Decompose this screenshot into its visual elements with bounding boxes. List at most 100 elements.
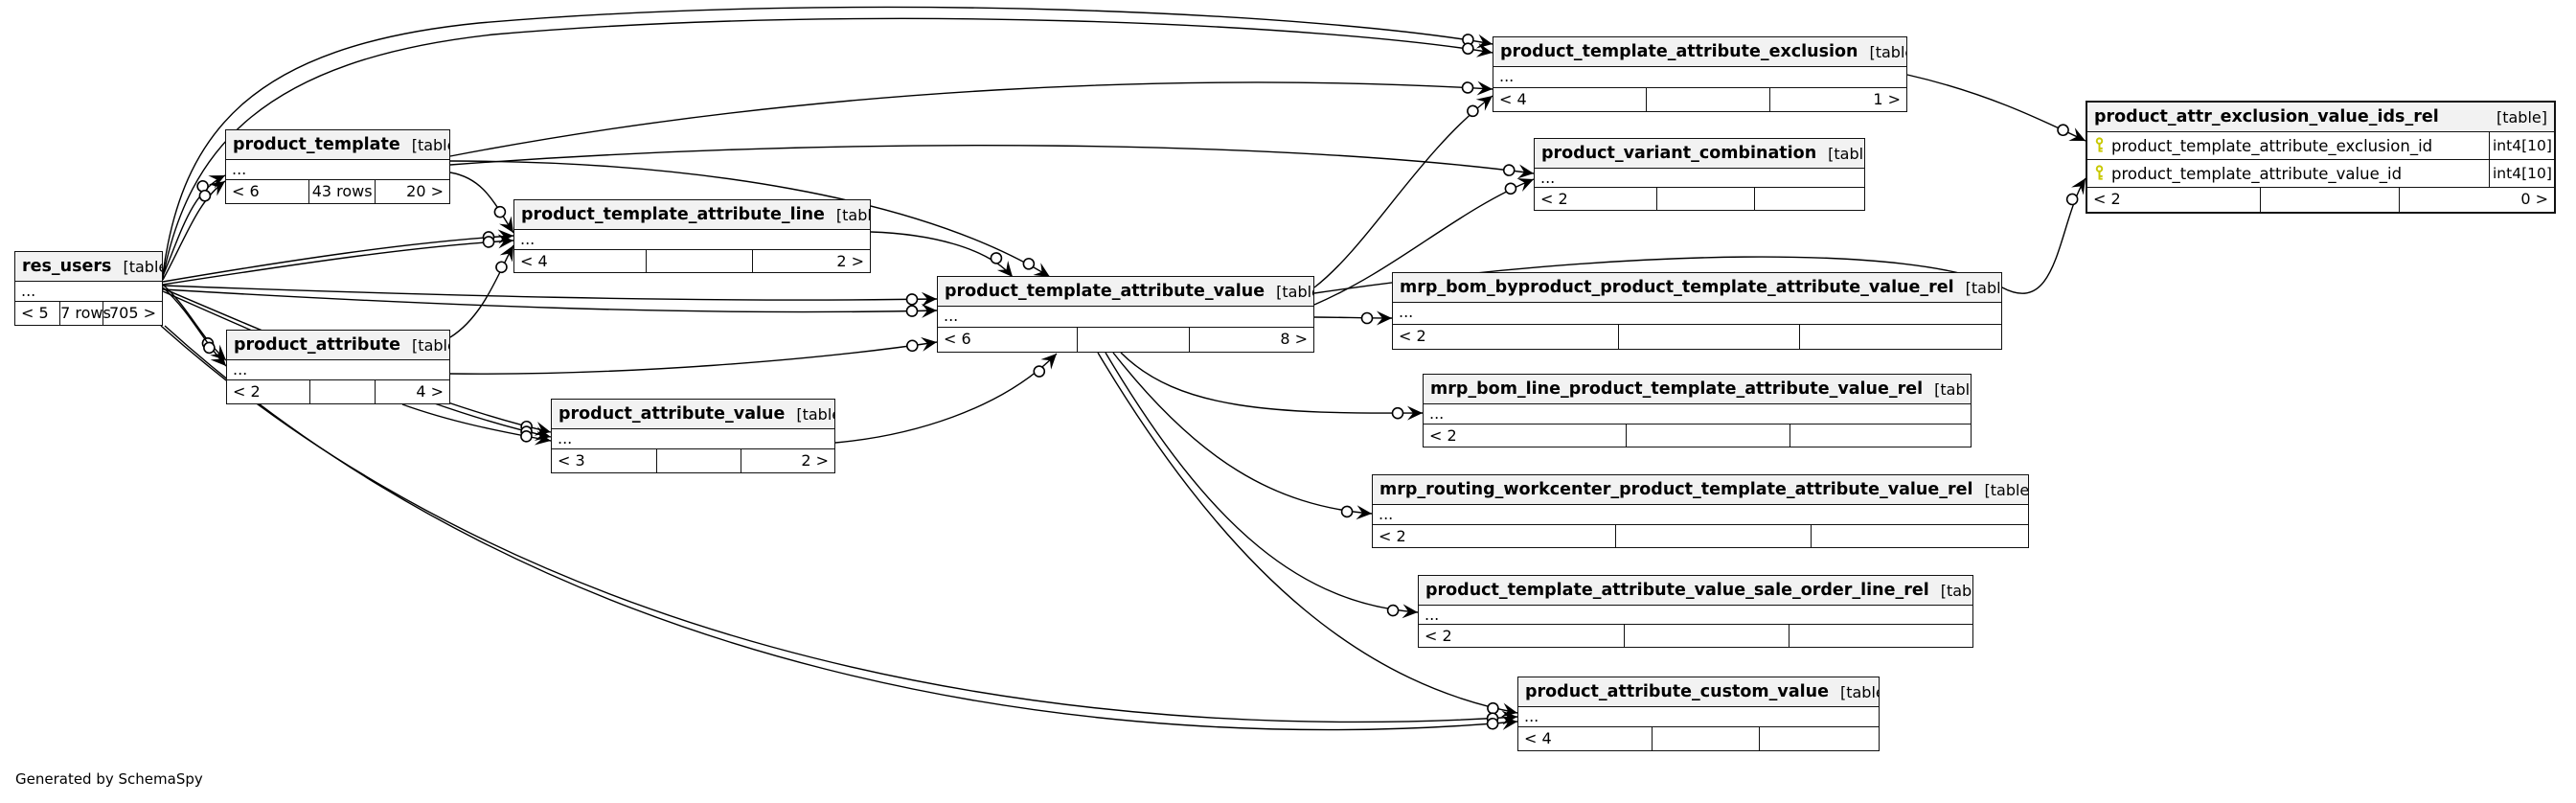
fk-count: < 5 [21,304,49,322]
table-header: product_template_attribute_line [table] [514,200,870,230]
table-node-product_template_attribute_line[interactable]: product_template_attribute_line[table]..… [513,199,871,273]
fk-count: < 4 [1524,729,1552,747]
edge-product_attribute-to-product_attribute_value [401,403,552,446]
edge-product_template_attribute_value-to-mrp_routing_workcenter_product_template_attribute_value_rel [1112,352,1373,520]
table-header: product_template [table] [226,130,449,160]
row-count [1626,424,1790,447]
collapsed-columns-ellipsis: ... [1419,606,1972,625]
referenced-count: 705 > [108,304,156,322]
row-count [656,449,741,472]
table-type-badge: [table] [1965,278,2001,297]
table-header: mrp_bom_byproduct_product_template_attri… [1393,273,2001,303]
column-type: int4[10] [2489,132,2554,159]
table-type-badge: [table] [123,257,162,276]
edge-res_users-to-product_template [162,180,226,281]
table-type-badge: [table] [1276,282,1313,301]
table-header: res_users [table] [15,252,162,282]
table-node-product_template_attribute_value[interactable]: product_template_attribute_value [table].… [937,276,1314,353]
referenced-count [1790,424,1971,447]
table-node-product_attribute_custom_value[interactable]: product_attribute_custom_value[table]...… [1517,677,1880,751]
table-footer: < 2 [1535,188,1864,210]
fk-count: < 4 [520,251,548,270]
row-count: 43 rows [308,180,376,203]
edge-product_template_attribute_line-to-product_template_attribute_value [870,231,1014,278]
collapsed-columns-ellipsis: ... [227,360,449,380]
table-name-link[interactable]: product_template_attribute_line [521,205,825,224]
fk-count: < 2 [1379,526,1406,545]
collapsed-columns-ellipsis: ... [1493,67,1906,88]
table-name-link[interactable]: product_template_attribute_exclusion [1500,42,1858,61]
row-count: 7 rows [59,302,111,325]
table-header: mrp_routing_workcenter_product_template_… [1373,475,2028,505]
row-count [1652,727,1760,750]
table-name-link[interactable]: mrp_bom_byproduct_product_template_attri… [1400,278,1954,297]
table-node-mrp_routing_workcenter_product_template_attribute_value_rel[interactable]: mrp_routing_workcenter_product_template_… [1372,474,2029,548]
table-node-product_template_attribute_exclusion[interactable]: product_template_attribute_exclusion [tab… [1493,36,1907,112]
collapsed-columns-ellipsis: ... [226,160,449,180]
table-node-product_attr_exclusion_value_ids_rel[interactable]: product_attr_exclusion_value_ids_rel[tab… [2086,101,2556,214]
collapsed-columns-ellipsis: ... [552,429,834,449]
table-node-mrp_bom_byproduct_product_template_attribute_value_rel[interactable]: mrp_bom_byproduct_product_template_attri… [1392,272,2002,350]
table-node-product_variant_combination[interactable]: product_variant_combination[table]...< 2 [1534,138,1865,211]
table-node-product_template_attribute_value_sale_order_line_rel[interactable]: product_template_attribute_value_sale_or… [1418,575,1973,648]
table-header: product_template_attribute_value_sale_or… [1419,576,1972,606]
referenced-count: 2 > [836,251,864,270]
collapsed-columns-ellipsis: ... [1373,505,2028,525]
table-name-link[interactable]: mrp_bom_line_product_template_attribute_… [1430,379,1924,399]
table-type-badge: [table] [1934,379,1971,399]
row-count [2260,188,2401,212]
table-name-link[interactable]: mrp_routing_workcenter_product_template_… [1379,480,1973,499]
table-node-product_attribute_value[interactable]: product_attribute_value[table]...< 32 > [551,399,835,473]
table-name-link[interactable]: product_template_attribute_value_sale_or… [1425,581,1929,600]
row-count [308,380,376,403]
table-name-link[interactable]: product_attribute [234,335,401,355]
table-name-link[interactable]: product_template_attribute_value [945,282,1265,301]
table-footer: < 4 2 > [514,249,870,272]
table-name-link[interactable]: product_attribute_value [559,404,786,424]
table-header: product_attribute[table] [227,331,449,360]
edge-res_users-to-product_template_attribute_value [162,288,938,318]
edge-product_template_attribute_exclusion-to-product_attr_exclusion_value_ids_rel [1906,74,2086,142]
table-name-link[interactable]: product_template [233,135,400,154]
table-name-link[interactable]: res_users [22,257,112,276]
referenced-count: 20 > [406,182,444,200]
table-type-badge: [table] [411,135,449,154]
table-header: product_attribute_custom_value[table] [1518,677,1879,707]
edge-product_template_attribute_value-to-mrp_bom_byproduct_product_template_attribute_value_rel [1313,310,1393,326]
table-type-badge: [table] [1828,144,1864,163]
table-name-link[interactable]: product_attribute_custom_value [1525,682,1829,701]
primary-key-icon [2095,137,2104,152]
edge-res_users-to-product_attribute [162,284,227,361]
referenced-count [1755,188,1864,210]
table-header: product_attribute_value[table] [552,400,834,429]
table-header: product_template_attribute_value [table] [938,277,1313,307]
row-count [1615,524,1812,547]
table-footer: < 2 [1419,625,1972,647]
table-type-badge: [table] [1869,42,1906,61]
row-count [1646,87,1770,111]
collapsed-columns-ellipsis: ... [1424,404,1971,424]
referenced-count [1760,727,1879,750]
table-name-link[interactable]: product_attr_exclusion_value_ids_rel [2094,107,2439,126]
table-type-badge: [table] [835,205,870,224]
row-count [1656,188,1756,210]
table-type-badge: [table] [1940,581,1972,600]
primary-key-icon [2095,165,2104,180]
fk-count: < 2 [1540,190,1568,208]
column-type: int4[10] [2489,160,2554,187]
table-name-link[interactable]: product_variant_combination [1541,144,1817,163]
collapsed-columns-ellipsis: ... [938,307,1313,328]
table-node-mrp_bom_line_product_template_attribute_value_rel[interactable]: mrp_bom_line_product_template_attribute_… [1423,374,1972,447]
referenced-count [1790,625,1972,647]
edge-product_attribute-to-product_template_attribute_line [449,244,514,338]
table-node-product_attribute[interactable]: product_attribute[table]...< 24 > [226,330,450,404]
